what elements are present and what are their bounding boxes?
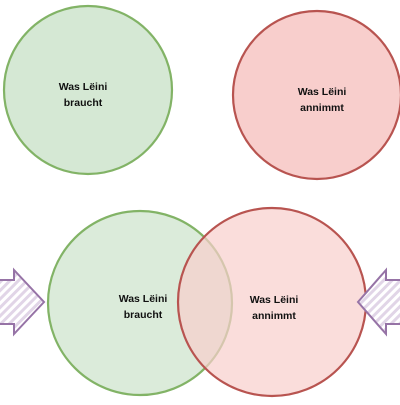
bottom-right-circle-label-line1: Was Lëini [250, 294, 299, 306]
top-right-circle-label-line1: Was Lëini [298, 86, 347, 98]
bottom-left-circle-label-line2: braucht [124, 309, 163, 321]
bottom-left-circle-label-line1: Was Lëini [119, 293, 168, 305]
top-right-circle-group: Was Lëini annimmt [231, 9, 400, 181]
top-left-circle-label-line1: Was Lëini [59, 81, 108, 93]
right-arrow-icon [356, 267, 400, 337]
top-right-circle [231, 9, 400, 181]
top-right-circle-label-line2: annimmt [300, 102, 344, 114]
left-arrow-icon [0, 267, 46, 337]
bottom-right-circle-label-line2: annimmt [252, 310, 296, 322]
top-left-circle-group: Was Lëini braucht [2, 4, 174, 176]
top-left-circle-label-line2: braucht [64, 97, 103, 109]
top-left-circle [2, 4, 174, 176]
